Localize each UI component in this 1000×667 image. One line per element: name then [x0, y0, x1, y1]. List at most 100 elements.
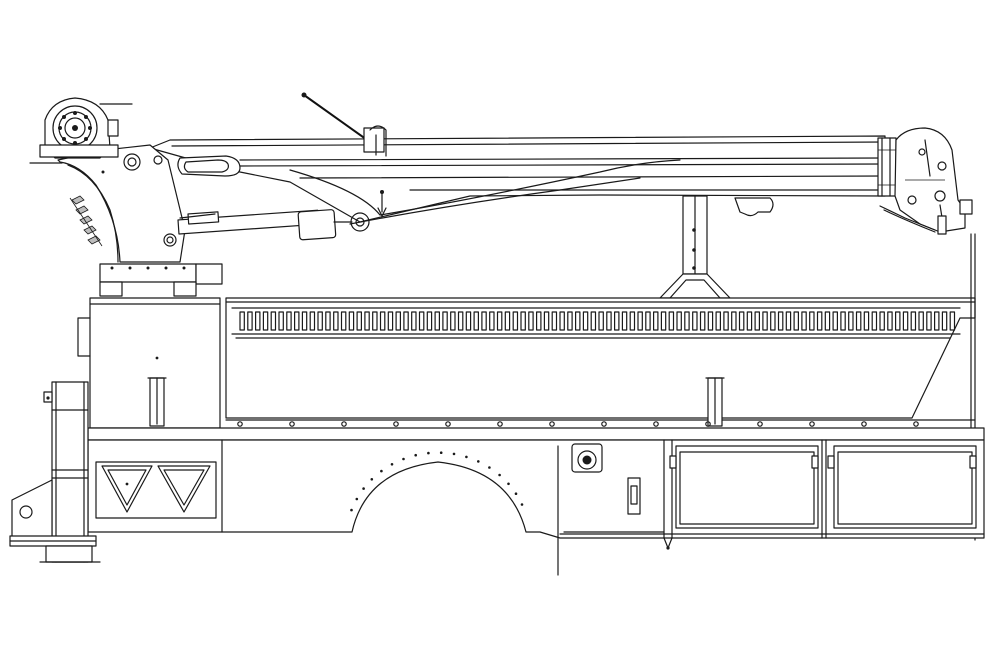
vent-slot: [785, 311, 792, 331]
vent-slot: [777, 311, 784, 331]
vent-slot: [652, 311, 659, 331]
vent-slot: [403, 311, 409, 331]
vent-slot: [450, 311, 456, 331]
vent-slot: [348, 311, 355, 331]
vent-slot: [512, 311, 519, 331]
arch-fastener: [507, 482, 510, 486]
vent-slot: [551, 311, 558, 331]
vent-slot: [801, 311, 807, 331]
vent-slot: [442, 311, 448, 331]
vent-slot: [520, 311, 526, 331]
rivet: [341, 421, 347, 427]
boom-lever: [301, 92, 387, 157]
vent-slot: [738, 311, 745, 331]
boom-lift-cylinder: [177, 209, 370, 241]
rivet: [393, 421, 399, 427]
vent-slot: [840, 311, 846, 331]
vent-slot: [926, 311, 932, 331]
vent-slot: [855, 311, 862, 331]
rivet: [601, 421, 607, 427]
vent-slot: [247, 311, 253, 331]
vent-slot: [528, 311, 534, 331]
vent-slot: [340, 311, 347, 331]
vent-slot: [309, 311, 316, 331]
rivet: [861, 421, 867, 427]
vent-slot: [793, 311, 799, 331]
vent-slot: [489, 311, 495, 331]
arch-fastener: [402, 457, 405, 461]
vent-slot: [637, 311, 643, 331]
vent-slot: [411, 311, 417, 331]
vent-slot: [692, 311, 698, 331]
crane-boom: [149, 135, 897, 225]
arch-fastener: [350, 508, 353, 512]
arch-fastener: [414, 453, 418, 457]
vent-slot: [278, 311, 284, 331]
rivet: [289, 421, 295, 427]
vent-slot: [824, 311, 831, 331]
arch-fastener: [355, 497, 359, 501]
vent-slot: [356, 311, 363, 331]
arch-fastener: [477, 460, 480, 463]
vent-slot: [848, 311, 854, 331]
vent-slot: [426, 311, 433, 331]
vent-slot: [754, 311, 760, 331]
arch-fastener: [498, 473, 501, 477]
vent-slot: [418, 311, 425, 331]
vent-slot-row: [239, 311, 956, 331]
vent-slot: [387, 311, 394, 331]
vent-slot: [465, 311, 472, 331]
vent-slot: [457, 311, 464, 331]
crane-turret-base: [99, 263, 223, 297]
vent-slot: [364, 311, 370, 331]
rivet: [913, 421, 919, 427]
rivet: [549, 421, 555, 427]
vent-slot: [574, 311, 581, 331]
arch-fastener: [390, 463, 394, 466]
truck-body: [77, 233, 985, 576]
vent-slot: [621, 311, 628, 331]
vent-slot: [949, 311, 956, 331]
vent-slot: [871, 311, 878, 331]
vent-slot: [910, 311, 917, 331]
rear-compartment-doors: [669, 439, 977, 539]
boom-tip-sheave: [879, 127, 973, 235]
vent-slot: [629, 311, 636, 331]
vent-slot: [567, 311, 573, 331]
vent-slot: [294, 311, 300, 331]
arch-fastener: [452, 452, 456, 456]
vent-slot: [770, 311, 776, 331]
arch-fastener: [488, 466, 491, 469]
vent-slot: [731, 311, 737, 331]
vent-slot: [606, 311, 612, 331]
vent-slot: [707, 311, 714, 331]
vent-slot: [762, 311, 768, 331]
rivet: [705, 421, 711, 427]
vent-slot: [613, 311, 620, 331]
rivet: [237, 421, 243, 427]
vent-slot: [239, 311, 245, 331]
rivet: [809, 421, 815, 427]
vent-slot: [746, 311, 753, 331]
vent-slot: [559, 311, 565, 331]
arch-fastener: [465, 455, 468, 459]
vent-slot: [535, 311, 542, 331]
vent-slot: [645, 311, 651, 331]
vent-slot: [933, 311, 940, 331]
arch-fastener: [427, 451, 430, 455]
rivet: [497, 421, 503, 427]
vent-slot: [255, 311, 261, 331]
vent-slot: [699, 311, 706, 331]
arch-fastener: [514, 492, 518, 496]
vent-slot: [668, 311, 675, 331]
arch-fastener: [439, 451, 443, 455]
rivet: [445, 421, 451, 427]
arch-fastener: [362, 487, 365, 490]
vent-slot: [434, 311, 441, 331]
vent-slot: [333, 311, 339, 331]
wheel-arch-fasteners: [350, 451, 524, 512]
vent-slot: [286, 311, 292, 331]
vent-slot: [496, 311, 503, 331]
vent-slot: [941, 311, 948, 331]
